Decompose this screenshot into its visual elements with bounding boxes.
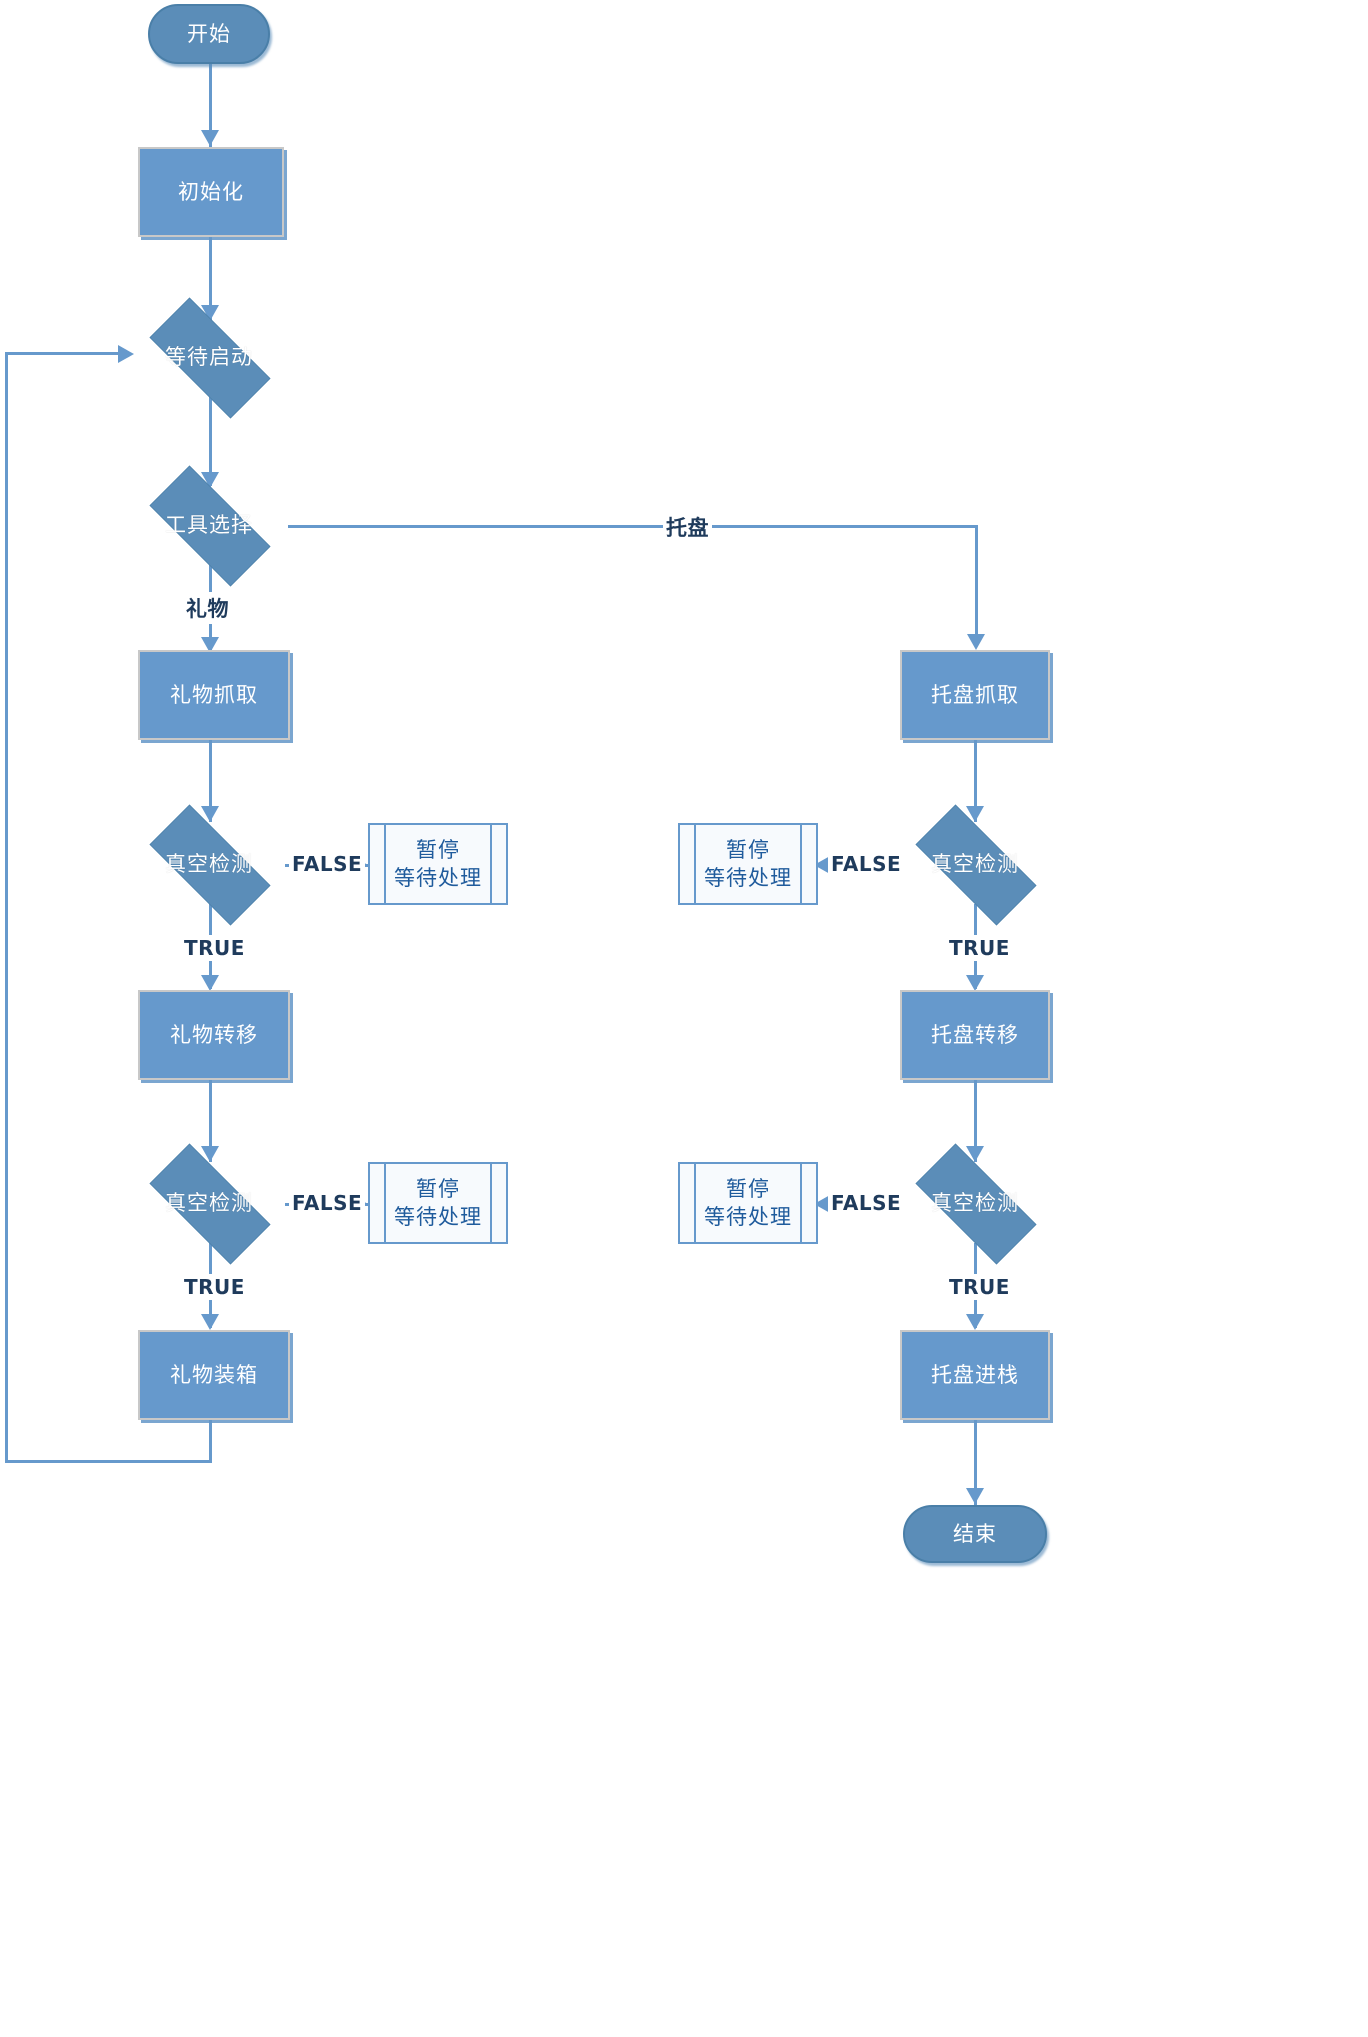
arrowhead-trayvac1-transfer	[966, 975, 984, 991]
node-gift-pause-1-line2: 等待处理	[394, 866, 482, 890]
edge-label-tray-vac2-true: TRUE	[946, 1274, 1013, 1300]
edge-label-branch-tray: 托盘	[663, 511, 712, 543]
arrowhead-traypick-vac1	[966, 806, 984, 822]
edge-label-branch-gift: 礼物	[183, 592, 232, 624]
connector-giftbox-loop-h	[5, 1460, 212, 1463]
node-wait-start[interactable]: 等待启动	[129, 297, 289, 419]
node-end-label: 结束	[953, 1521, 997, 1546]
arrowhead-giftpick-vac1	[201, 806, 219, 822]
connector-traytransfer-vac2	[974, 1080, 977, 1162]
node-gift-transfer[interactable]: 礼物转移	[138, 990, 290, 1080]
node-tray-vacuum-1[interactable]: 真空检测	[895, 804, 1055, 926]
arrowhead-gifttransfer-vac2	[201, 1146, 219, 1162]
node-gift-vacuum-2[interactable]: 真空检测	[129, 1143, 289, 1265]
arrowhead-trayvac1-pause1	[814, 856, 830, 874]
connector-init-wait	[209, 237, 212, 322]
node-tray-pick[interactable]: 托盘抓取	[900, 650, 1050, 740]
node-gift-vacuum-1-label: 真空检测	[165, 851, 253, 876]
node-gift-vacuum-2-label: 真空检测	[165, 1190, 253, 1215]
node-tray-vacuum-2-label: 真空检测	[931, 1190, 1019, 1215]
arrowhead-traystack-end	[966, 1488, 984, 1504]
node-gift-pause-1[interactable]: 暂停 等待处理	[368, 823, 508, 905]
arrowhead-giftvac1-transfer	[201, 975, 219, 991]
connector-giftpick-vac1	[209, 740, 212, 822]
connector-tool-tray-h	[288, 525, 977, 528]
node-tray-vacuum-2[interactable]: 真空检测	[895, 1143, 1055, 1265]
node-end[interactable]: 结束	[903, 1505, 1047, 1563]
node-tray-vacuum-1-label: 真空检测	[931, 851, 1019, 876]
node-tray-stack-label: 托盘进栈	[931, 1362, 1019, 1387]
arrowhead-trayvac2-stack	[966, 1314, 984, 1330]
connector-giftbox-loop-v1	[209, 1420, 212, 1462]
connector-traystack-end	[974, 1420, 977, 1505]
node-tray-pause-1[interactable]: 暂停 等待处理	[678, 823, 818, 905]
node-tray-pause-1-line2: 等待处理	[704, 866, 792, 890]
node-gift-box[interactable]: 礼物装箱	[138, 1330, 290, 1420]
node-gift-transfer-label: 礼物转移	[170, 1022, 258, 1047]
node-tray-transfer-label: 托盘转移	[931, 1022, 1019, 1047]
node-gift-pick-label: 礼物抓取	[170, 682, 258, 707]
connector-loop-into-wait	[5, 352, 127, 355]
connector-wait-tool	[209, 396, 212, 486]
node-gift-pick[interactable]: 礼物抓取	[138, 650, 290, 740]
node-start[interactable]: 开始	[148, 4, 270, 64]
edge-label-tray-vac2-false: FALSE	[828, 1190, 905, 1216]
node-gift-box-label: 礼物装箱	[170, 1362, 258, 1387]
arrowhead-trayvac2-pause2	[814, 1195, 830, 1213]
node-gift-pause-2[interactable]: 暂停 等待处理	[368, 1162, 508, 1244]
arrowhead-loop-wait	[118, 345, 134, 363]
connector-gifttransfer-vac2	[209, 1080, 212, 1162]
node-tray-pause-2[interactable]: 暂停 等待处理	[678, 1162, 818, 1244]
node-tool-select[interactable]: 工具选择	[129, 465, 289, 587]
node-tray-pause-2-line1: 暂停	[726, 1176, 770, 1201]
arrowhead-tool-gift	[201, 637, 219, 653]
connector-giftbox-loop-v2	[5, 352, 8, 1462]
node-tray-stack[interactable]: 托盘进栈	[900, 1330, 1050, 1420]
edge-label-tray-vac1-false: FALSE	[828, 851, 905, 877]
arrowhead-tool-tray	[967, 634, 985, 650]
node-start-label: 开始	[187, 21, 231, 46]
node-wait-start-label: 等待启动	[165, 344, 253, 369]
edge-label-tray-vac1-true: TRUE	[946, 935, 1013, 961]
node-gift-pause-1-line1: 暂停	[416, 837, 460, 862]
node-tray-pause-2-line2: 等待处理	[704, 1205, 792, 1229]
connector-traypick-vac1	[974, 740, 977, 822]
node-gift-pause-2-line1: 暂停	[416, 1176, 460, 1201]
node-gift-vacuum-1[interactable]: 真空检测	[129, 804, 289, 926]
connector-tool-tray-v	[975, 525, 978, 640]
arrowhead-start-init	[201, 130, 219, 146]
node-tray-pick-label: 托盘抓取	[931, 682, 1019, 707]
edge-label-gift-vac1-true: TRUE	[181, 935, 248, 961]
node-init-label: 初始化	[178, 179, 244, 204]
edge-label-gift-vac1-false: FALSE	[289, 851, 366, 877]
edge-label-gift-vac2-true: TRUE	[181, 1274, 248, 1300]
arrowhead-giftvac2-box	[201, 1314, 219, 1330]
node-init[interactable]: 初始化	[138, 147, 284, 237]
node-tray-transfer[interactable]: 托盘转移	[900, 990, 1050, 1080]
edge-label-gift-vac2-false: FALSE	[289, 1190, 366, 1216]
node-gift-pause-2-line2: 等待处理	[394, 1205, 482, 1229]
connector-start-init	[209, 64, 212, 149]
node-tool-select-label: 工具选择	[165, 512, 253, 537]
node-tray-pause-1-line1: 暂停	[726, 837, 770, 862]
